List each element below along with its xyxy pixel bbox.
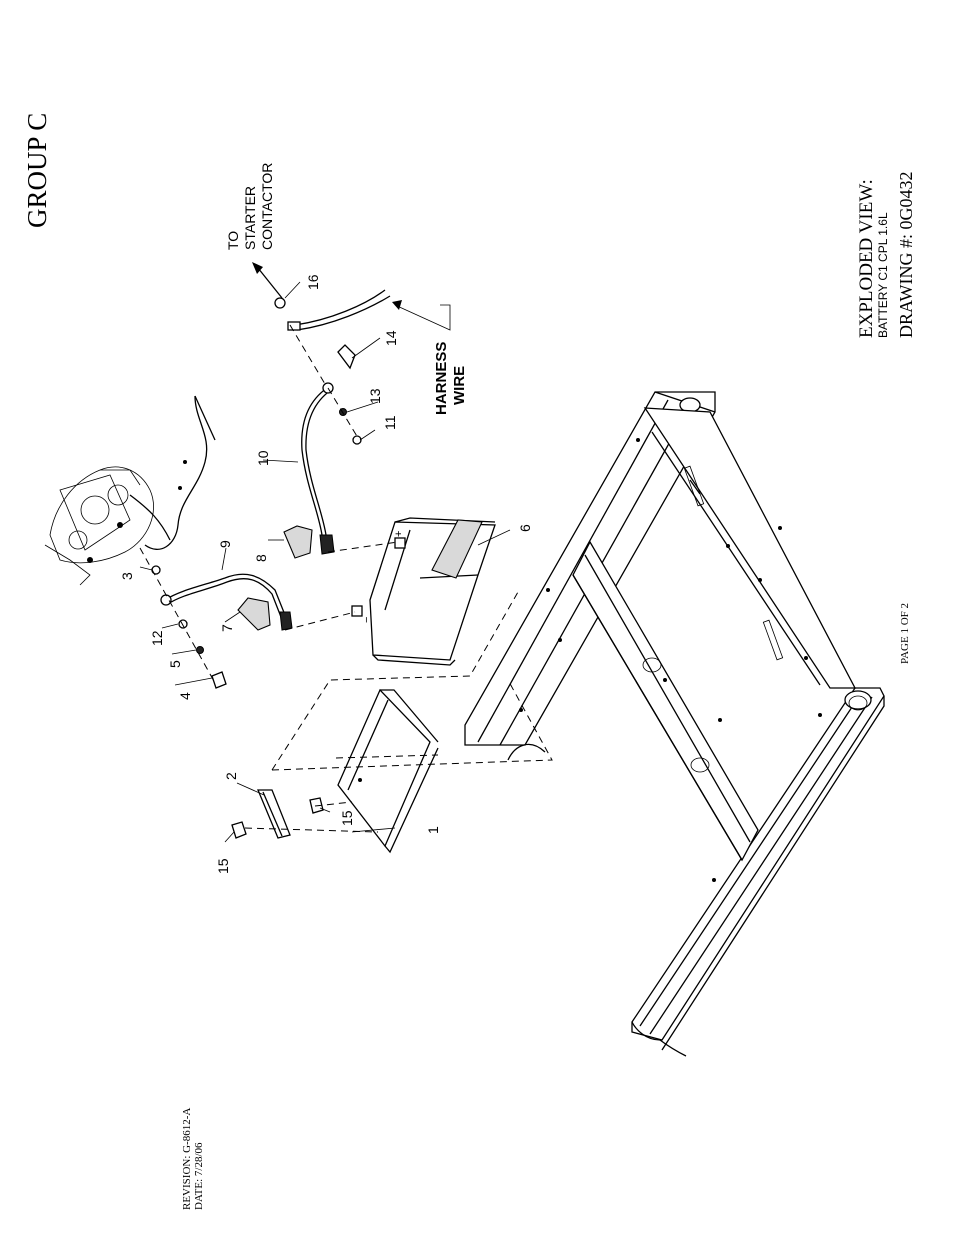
- part-number: 3: [119, 572, 135, 580]
- callout-to: TO: [225, 231, 241, 250]
- title-block: EXPLODED VIEW: BATTERY C1 CPL 1.6L DRAWI…: [856, 171, 916, 338]
- terminal-boot-14: [337, 344, 356, 370]
- leader-lines: [139, 262, 511, 843]
- to-starter-contactor-callout: TO STARTER CONTACTOR: [225, 163, 275, 250]
- positive-terminal-mark: +: [393, 531, 405, 537]
- part-number: 6: [517, 524, 533, 532]
- base-frame: [464, 391, 885, 1057]
- part-number: 10: [255, 450, 271, 466]
- part-number: 2: [223, 772, 239, 780]
- callout-wire: WIRE: [451, 366, 468, 405]
- part-number: 14: [383, 330, 399, 346]
- harness-wire-callout: HARNESS WIRE: [433, 342, 468, 415]
- revision-text: REVISION: G-8612-A: [181, 1108, 193, 1210]
- callout-starter: STARTER: [242, 186, 258, 250]
- callout-contactor: CONTACTOR: [259, 163, 275, 250]
- group-title: GROUP C: [22, 113, 52, 228]
- part-number: 1: [425, 826, 441, 834]
- part-number: 16: [305, 274, 321, 290]
- callout-harness: HARNESS: [433, 342, 450, 415]
- negative-cable: [160, 573, 293, 631]
- battery: + −: [351, 517, 496, 666]
- terminal-boot-7: [237, 597, 271, 631]
- part-number: 8: [253, 554, 269, 562]
- revision-block: REVISION: G-8612-A DATE: 7/28/06: [181, 1108, 205, 1210]
- part-number: 15: [339, 810, 355, 826]
- part-number-labels: 1 2 3 4 5 6 7 8 9 10 11 12 13 14 15 15 1…: [119, 274, 533, 874]
- revision-date: DATE: 7/28/06: [193, 1142, 205, 1210]
- title-line-1: EXPLODED VIEW:: [856, 179, 877, 338]
- part-number: 5: [167, 660, 183, 668]
- engine-starter-detail: [44, 395, 216, 586]
- clamp: [257, 789, 291, 839]
- part-number: 15: [215, 858, 231, 874]
- assembly-lines: [139, 324, 553, 833]
- hardware: [151, 297, 362, 839]
- negative-terminal-mark: −: [361, 617, 373, 623]
- part-number: 12: [149, 630, 165, 646]
- part-number: 7: [219, 624, 235, 632]
- part-number: 4: [177, 692, 193, 700]
- hold-down-bracket: [337, 688, 439, 854]
- part-number: 11: [382, 415, 398, 430]
- title-line-3: DRAWING #: 0G0432: [896, 171, 916, 338]
- page-label: PAGE 1 OF 2: [899, 603, 911, 664]
- title-line-2: BATTERY C1 CPL 1.6L: [876, 212, 890, 338]
- part-number: 9: [217, 540, 233, 548]
- harness-wire: [287, 289, 391, 331]
- part-number: 13: [367, 388, 383, 404]
- terminal-boot-8: [283, 525, 313, 559]
